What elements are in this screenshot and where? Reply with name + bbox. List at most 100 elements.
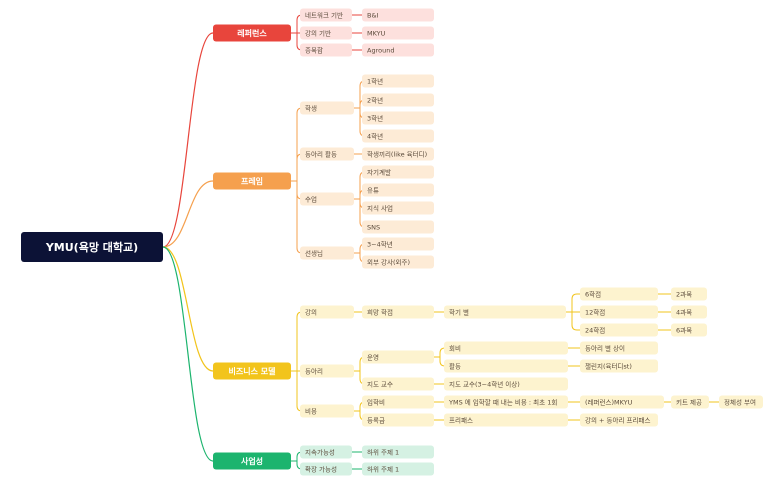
branch-프레임-수업-유튜-label: 유튜 — [367, 186, 379, 194]
branch-비즈니스-모델-동아리-운영[interactable]: 운영 — [362, 350, 434, 364]
branch-비즈니스-모델-비용-입학비-yms-에-입학할-때-내는-비용-최초-1회-레퍼런스-mkyu-키트-제공-box — [671, 395, 709, 409]
branch-비즈니스-모델-동아리-지도-교수-box — [362, 377, 434, 391]
branch-프레임-수업-유튜-box — [362, 183, 434, 197]
branch-사업성-지속가능성-하위-주제-1[interactable]: 하위 주제 1 — [362, 445, 434, 459]
root-node-label: YMU(욕망 대학교) — [45, 240, 138, 254]
branch-프레임-선생님[interactable]: 선생님 — [300, 246, 354, 260]
branch-프레임-학생-4학년[interactable]: 4학년 — [362, 129, 434, 143]
branch-비즈니스-모델-강의-희망-학점-학기-별-24학점-box — [580, 323, 658, 337]
branch-비즈니스-모델-비용-입학비-yms-에-입학할-때-내는-비용-최초-1회-레퍼런스-mkyu-키트-제공-정체성-부여[interactable]: 정체성 부여 — [719, 395, 763, 409]
branch-비즈니스-모델-동아리-운영-회비[interactable]: 회비 — [444, 341, 568, 355]
root-node[interactable]: YMU(욕망 대학교) — [21, 232, 163, 262]
branch-비즈니스-모델-동아리-운영-회비-label: 회비 — [449, 343, 461, 352]
branch-비즈니스-모델-강의-희망-학점-학기-별-12학점[interactable]: 12학점 — [580, 305, 658, 319]
branch-프레임-학생[interactable]: 학생 — [300, 101, 354, 115]
branch-프레임[interactable]: 프레임 — [213, 172, 291, 190]
branch-레퍼런스-네트워크-기반-box — [300, 8, 352, 22]
branch-레퍼런스-종목합-aground-box — [362, 43, 434, 57]
branch-프레임-학생-3학년[interactable]: 3학년 — [362, 111, 434, 125]
branch-비즈니스-모델-강의-희망-학점-학기-별-24학점[interactable]: 24학점 — [580, 323, 658, 337]
branch-프레임-수업-지식-사업-label: 지식 사업 — [367, 203, 393, 212]
branch-비즈니스-모델-비용-등록금[interactable]: 등록금 — [362, 413, 434, 427]
branch-비즈니스-모델-동아리-지도-교수[interactable]: 지도 교수 — [362, 377, 434, 391]
branch-비즈니스-모델-비용-등록금-프리패스-강의-동아리-프리패스-box — [580, 413, 658, 427]
branch-사업성-지속가능성[interactable]: 지속가능성 — [300, 445, 352, 459]
branch-비즈니스-모델-강의-희망-학점-학기-별-12학점-4과목[interactable]: 4과목 — [671, 305, 707, 319]
branch-프레임-수업-지식-사업[interactable]: 지식 사업 — [362, 201, 434, 215]
branch-비즈니스-모델-강의-희망-학점-학기-별-12학점-box — [580, 305, 658, 319]
branch-프레임-수업-유튜[interactable]: 유튜 — [362, 183, 434, 197]
branch-프레임-동아리-활동-학생끼리-like-육터디-box — [362, 147, 434, 161]
branch-레퍼런스-강의-기반-mkyu-box — [362, 26, 434, 40]
branch-비즈니스-모델-강의-box — [300, 305, 354, 319]
branch-레퍼런스-종목합-aground[interactable]: Aground — [362, 43, 434, 57]
branch-비즈니스-모델-비용-입학비[interactable]: 입학비 — [362, 395, 434, 409]
branch-사업성-box — [213, 452, 291, 470]
branch-비즈니스-모델-비용-등록금-프리패스-강의-동아리-프리패스[interactable]: 강의 + 동아리 프리패스 — [580, 413, 658, 427]
branch-프레임-수업-sns[interactable]: SNS — [362, 220, 434, 234]
branch-프레임-수업-box — [300, 192, 354, 206]
branch-프레임-학생-3학년-label: 3학년 — [367, 113, 383, 122]
branch-비즈니스-모델-강의-희망-학점[interactable]: 희망 학점 — [362, 305, 434, 319]
branch-비즈니스-모델-비용-등록금-box — [362, 413, 434, 427]
branch-비즈니스-모델-강의-희망-학점-학기-별-24학점-6과목[interactable]: 6과목 — [671, 323, 707, 337]
branch-레퍼런스-네트워크-기반[interactable]: 네트워크 기반 — [300, 8, 352, 22]
branch-비즈니스-모델-강의-희망-학점-학기-별-24학점-6과목-box — [671, 323, 707, 337]
branch-비즈니스-모델-비용-입학비-yms-에-입학할-때-내는-비용-최초-1회-레퍼런스-mkyu[interactable]: (레퍼런스)MKYU — [580, 395, 664, 409]
branch-비즈니스-모델-동아리[interactable]: 동아리 — [300, 364, 354, 378]
branch-프레임-학생-4학년-box — [362, 129, 434, 143]
branch-비즈니스-모델-비용-등록금-프리패스-label: 프리패스 — [449, 415, 473, 424]
branch-레퍼런스-종목합[interactable]: 종목합 — [300, 43, 352, 57]
branch-비즈니스-모델-강의-희망-학점-학기-별[interactable]: 학기 별 — [444, 305, 566, 319]
branch-프레임-동아리-활동[interactable]: 동아리 활동 — [300, 147, 354, 161]
branch-비즈니스-모델-동아리-label: 동아리 — [305, 366, 323, 375]
branch-비즈니스-모델-box — [213, 362, 291, 380]
branch-비즈니스-모델-강의-희망-학점-학기-별-6학점-box — [580, 287, 658, 301]
branch-레퍼런스-네트워크-기반-b-i-label: B&I — [367, 11, 379, 19]
branch-비즈니스-모델-동아리-운영-활동[interactable]: 활동 — [444, 359, 568, 373]
branch-비즈니스-모델-비용-입학비-yms-에-입학할-때-내는-비용-최초-1회-레퍼런스-mkyu-키트-제공[interactable]: 키트 제공 — [671, 395, 709, 409]
branch-비즈니스-모델[interactable]: 비즈니스 모델 — [213, 362, 291, 380]
branch-레퍼런스-강의-기반-mkyu[interactable]: MKYU — [362, 26, 434, 40]
branch-프레임-동아리-활동-학생끼리-like-육터디[interactable]: 학생끼리(like 육터디) — [362, 147, 434, 161]
branch-비즈니스-모델-비용-등록금-프리패스[interactable]: 프리패스 — [444, 413, 568, 427]
branch-프레임-선생님-3-4학년[interactable]: 3~4학년 — [362, 237, 434, 251]
branch-비즈니스-모델-동아리-운영-활동-챌린지-육터디st[interactable]: 챌린지(육터디st) — [580, 359, 658, 373]
branch-프레임-학생-2학년-box — [362, 93, 434, 107]
branch-프레임-수업[interactable]: 수업 — [300, 192, 354, 206]
branch-프레임-학생-1학년-label: 1학년 — [367, 76, 383, 85]
branch-비즈니스-모델-강의-희망-학점-학기-별-24학점-6과목-label: 6과목 — [676, 325, 692, 334]
branch-레퍼런스-네트워크-기반-b-i[interactable]: B&I — [362, 8, 434, 22]
branch-프레임-선생님-3-4학년-box — [362, 237, 434, 251]
branch-사업성[interactable]: 사업성 — [213, 452, 291, 470]
branch-비즈니스-모델-강의-희망-학점-학기-별-box — [444, 305, 566, 319]
branch-프레임-학생-2학년[interactable]: 2학년 — [362, 93, 434, 107]
branch-비즈니스-모델-강의[interactable]: 강의 — [300, 305, 354, 319]
connector-line — [291, 311, 303, 372]
branch-비즈니스-모델-강의-희망-학점-학기-별-6학점[interactable]: 6학점 — [580, 287, 658, 301]
branch-비즈니스-모델-비용-입학비-yms-에-입학할-때-내는-비용-최초-1회-box — [444, 395, 568, 409]
branch-프레임-수업-자기계발-box — [362, 165, 434, 179]
branch-레퍼런스[interactable]: 레퍼런스 — [213, 24, 291, 42]
branch-사업성-확장-가능성[interactable]: 확장 가능성 — [300, 462, 352, 476]
branch-프레임-수업-sns-label: SNS — [367, 223, 380, 231]
connector-line — [162, 246, 214, 372]
branch-비즈니스-모델-강의-희망-학점-학기-별-6학점-2과목-label: 2과목 — [676, 289, 692, 298]
branch-프레임-수업-자기계발[interactable]: 자기계발 — [362, 165, 434, 179]
branch-비즈니스-모델-동아리-운영-회비-동아리-별-상이[interactable]: 동아리 별 상이 — [580, 341, 658, 355]
branch-레퍼런스-label: 레퍼런스 — [237, 28, 267, 38]
branch-프레임-동아리-활동-label: 동아리 활동 — [305, 149, 337, 158]
branch-프레임-학생-1학년[interactable]: 1학년 — [362, 74, 434, 88]
branch-비즈니스-모델-강의-희망-학점-box — [362, 305, 434, 319]
branch-비즈니스-모델-비용-입학비-yms-에-입학할-때-내는-비용-최초-1회-레퍼런스-mkyu-키트-제공-정체성-부여-box — [719, 395, 763, 409]
branch-비즈니스-모델-비용[interactable]: 비용 — [300, 404, 354, 418]
branch-비즈니스-모델-강의-label: 강의 — [305, 307, 317, 316]
branch-사업성-지속가능성-label: 지속가능성 — [305, 447, 335, 456]
branch-레퍼런스-강의-기반[interactable]: 강의 기반 — [300, 26, 352, 40]
branch-프레임-선생님-외부-강사-외주[interactable]: 외부 강사(외주) — [362, 255, 434, 269]
branch-비즈니스-모델-동아리-지도-교수-지도-교수-3-4학년-이상[interactable]: 지도 교수(3~4학년 이상) — [444, 377, 568, 391]
branch-비즈니스-모델-비용-입학비-yms-에-입학할-때-내는-비용-최초-1회[interactable]: YMS 에 입학할 때 내는 비용 : 최초 1회 — [444, 395, 568, 409]
branch-비즈니스-모델-비용-등록금-label: 등록금 — [367, 416, 385, 424]
branch-비즈니스-모델-강의-희망-학점-학기-별-6학점-2과목[interactable]: 2과목 — [671, 287, 707, 301]
branch-사업성-확장-가능성-하위-주제-1[interactable]: 하위 주제 1 — [362, 462, 434, 476]
